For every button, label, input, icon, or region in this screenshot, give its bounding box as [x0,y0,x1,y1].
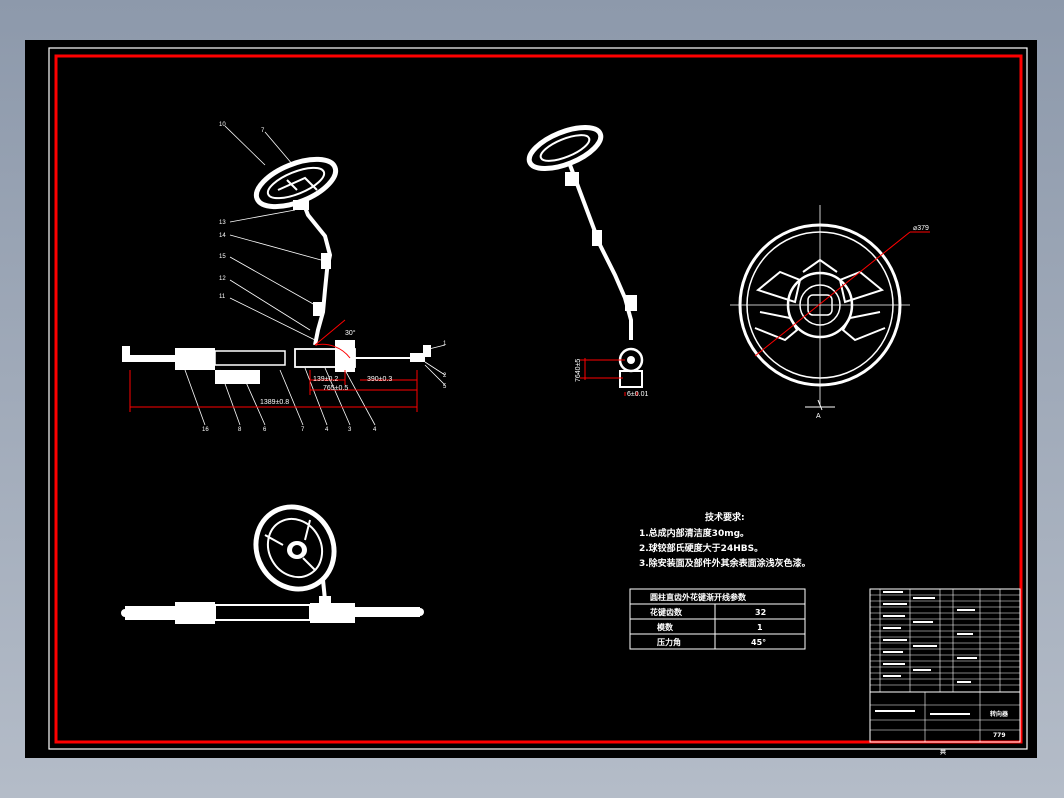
outer-border [48,47,1028,750]
title-block-page-mark: 共 [940,748,946,756]
front-label-right-3: 5 [443,384,447,390]
front-label-top-1: 10 [219,122,226,128]
front-rack [125,355,185,362]
tech-requirements: 技术要求: 1.总成内部清洁度30mg。 2.球铰部氏硬度大于24HBS。 3.… [639,511,811,569]
front-label-bottom-1: 16 [202,427,209,433]
front-label-top-5: 15 [219,254,226,260]
tech-title: 技术要求: [705,511,745,523]
tech-item-1: 1.总成内部清洁度30mg。 [639,527,749,539]
side-dimensions [580,358,638,396]
side-steering-wheel [526,124,604,172]
spline-row-1-name: 花键齿数 [650,607,683,617]
side-dim-height: 7640±5 [575,359,582,382]
side-dim-width: 6±0.01 [627,391,648,398]
spline-row-2-value: 1 [757,623,763,632]
parts-list-fills [875,591,977,715]
front-label-right-2: 2 [443,373,447,379]
top-diameter-label: ⌀379 [913,225,929,232]
front-label-bottom-6: 3 [348,427,352,433]
top-view [730,205,910,411]
front-label-bottom-4: 7 [301,427,305,433]
dim-1389: 1389±0.8 [260,399,289,406]
front-label-bottom-3: 6 [263,427,267,433]
tech-item-2: 2.球铰部氏硬度大于24HBS。 [639,542,763,554]
title-block-name: 转向器 [990,710,1009,718]
section-mark: A [816,413,821,420]
front-dimensions [129,370,418,412]
drawing-canvas: 10 7 13 14 15 12 11 16 8 6 7 4 3 4 1 2 5… [25,40,1037,758]
isometric-view [121,504,424,624]
cad-drawing: 10 7 13 14 15 12 11 16 8 6 7 4 3 4 1 2 5… [48,47,1028,756]
side-view [526,124,644,388]
front-label-bottom-7: 4 [373,427,377,433]
parts-list [869,588,1021,743]
angle-label: 30° [345,329,356,337]
front-view [122,125,446,426]
spline-row-3-name: 压力角 [657,637,681,647]
spline-table [629,588,806,650]
spline-table-title: 圆柱直齿外花键渐开线参数 [650,592,747,602]
spline-row-2-name: 模数 [657,622,674,632]
front-label-top-3: 13 [219,220,226,226]
front-label-top-2: 7 [261,128,265,134]
tech-item-3: 3.除安装面及部件外其余表面涂浅灰色漆。 [639,557,811,569]
front-label-right-1: 1 [443,341,447,347]
spline-row-1-value: 32 [755,608,766,617]
iso-steering-wheel [253,504,337,592]
inner-red-frame [54,54,1023,744]
side-steering-column [568,164,633,340]
top-diameter-dim [754,231,930,357]
title-block-code: 779 [993,732,1006,739]
top-wheel-rim [738,223,902,387]
dim-390: 390±0.3 [367,376,392,383]
dim-765: 765±0.5 [323,385,348,392]
front-label-bottom-2: 8 [238,427,242,433]
front-label-bottom-5: 4 [325,427,329,433]
spline-row-3-value: 45° [751,638,766,647]
dim-139: 139±0.2 [313,376,338,383]
front-steering-column [301,201,333,346]
front-label-top-4: 14 [219,233,226,239]
iso-rack [125,606,175,620]
front-label-top-6: 12 [219,276,226,282]
front-label-top-7: 11 [219,294,226,300]
